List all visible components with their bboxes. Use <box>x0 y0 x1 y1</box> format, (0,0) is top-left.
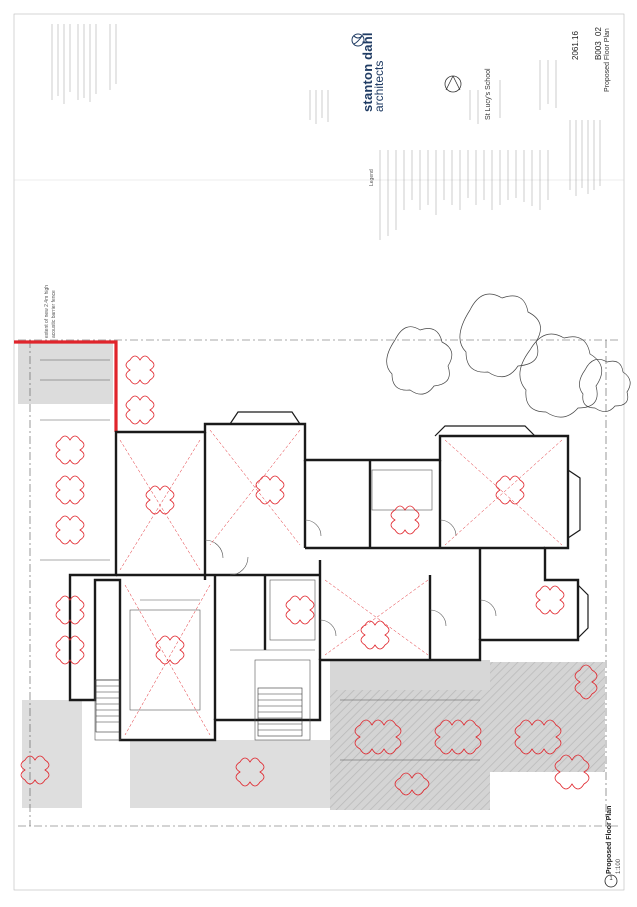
drawing-title: Proposed Floor Plan <box>604 28 611 92</box>
bay-windows <box>229 411 589 639</box>
sheet-border <box>13 13 625 891</box>
project-number: 2061.16 <box>571 31 580 60</box>
plan-title: Proposed Floor Plan <box>606 805 613 874</box>
interior-details <box>40 359 497 761</box>
property-boundary <box>18 339 620 827</box>
north-arrow <box>444 75 462 93</box>
acoustic-barrier-fence <box>14 340 118 432</box>
plan-number-circle <box>604 874 618 888</box>
trees <box>386 293 631 418</box>
firm-name-light: architects <box>372 60 386 112</box>
drawing-number: B003 <box>594 41 603 60</box>
plan-scale: 1:100 <box>616 858 622 874</box>
barrier-note-line-1: extent of new 2.4m high <box>44 284 50 338</box>
barrier-note-line-2: acoustic barrier fence <box>51 290 57 338</box>
ridge-lines <box>119 429 563 736</box>
revision-clouds <box>20 355 598 796</box>
fine-print-notes <box>51 24 601 240</box>
revision: 02 <box>594 27 603 36</box>
logo-mark <box>351 33 365 47</box>
project-name: St Lucy's School <box>485 68 492 120</box>
stairs <box>95 679 303 737</box>
plan-number: 1 <box>609 876 613 882</box>
building-walls <box>68 422 580 742</box>
legend-heading: Legend <box>369 169 375 186</box>
